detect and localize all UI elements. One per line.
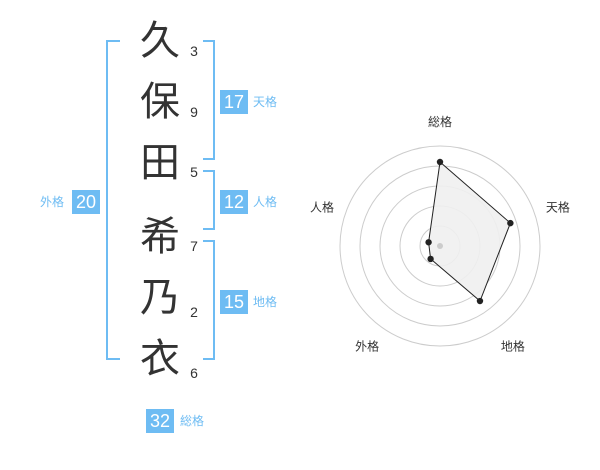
name-char-5: 乃 xyxy=(140,275,180,321)
radar-area xyxy=(428,161,511,302)
radar-point-3 xyxy=(476,297,484,305)
jinkaku-value: 12 xyxy=(220,190,248,214)
radar-center-dot xyxy=(437,243,443,249)
jinkaku-label: 人格 xyxy=(253,195,278,209)
radar-axis-label-4: 外格 xyxy=(355,338,379,353)
jinkaku-bracket xyxy=(203,170,215,230)
radar-axis-label-2: 天格 xyxy=(546,200,570,215)
gaikaku-bracket xyxy=(106,40,120,360)
chikaku-label: 地格 xyxy=(253,295,278,309)
name-char-3: 田 xyxy=(140,140,180,186)
stroke-count-4: 7 xyxy=(190,238,198,254)
radar-point-5 xyxy=(425,239,432,246)
tenkaku-value: 17 xyxy=(220,90,248,114)
name-char-6: 衣 xyxy=(140,336,180,382)
name-char-2: 保 xyxy=(140,79,180,125)
radar-point-4 xyxy=(427,255,434,263)
radar-ring xyxy=(339,145,541,347)
stroke-count-1: 3 xyxy=(190,43,198,59)
chikaku-bracket xyxy=(203,240,215,360)
stroke-count-5: 2 xyxy=(190,304,198,320)
soukaku-value: 32 xyxy=(146,409,174,433)
name-char-4: 希 xyxy=(140,214,180,260)
chikaku-value: 15 xyxy=(220,290,248,314)
gaikaku-value: 20 xyxy=(72,190,100,214)
soukaku-label: 総格 xyxy=(180,414,205,428)
stroke-count-6: 6 xyxy=(190,365,198,381)
tenkaku-label: 天格 xyxy=(253,95,278,109)
radar-point-2 xyxy=(507,219,514,227)
radar-axis-label-3: 地格 xyxy=(501,338,525,353)
tenkaku-bracket xyxy=(203,40,215,160)
stroke-count-3: 5 xyxy=(190,164,198,180)
radar-axis-label-5: 人格 xyxy=(310,200,334,215)
radar-points xyxy=(425,158,514,305)
name-char-1: 久 xyxy=(140,18,180,64)
stroke-count-2: 9 xyxy=(190,104,198,120)
radar-point-1 xyxy=(436,158,444,166)
radar-axis-label-1: 総格 xyxy=(428,114,452,129)
gaikaku-label: 外格 xyxy=(40,195,65,209)
